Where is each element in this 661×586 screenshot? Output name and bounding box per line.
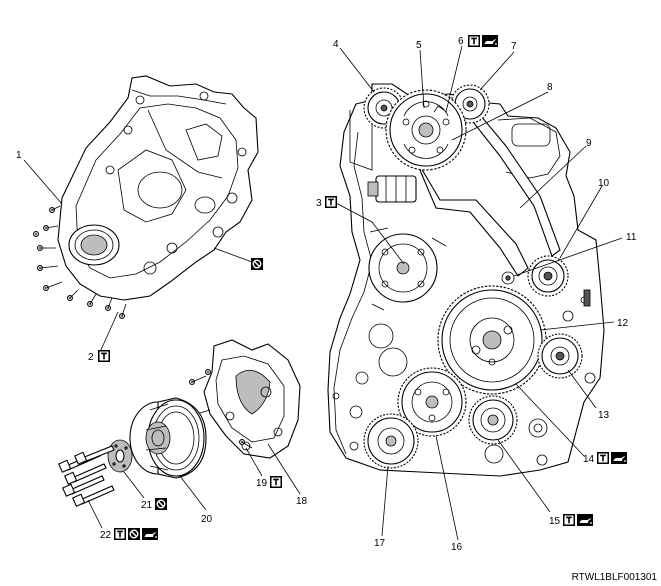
callout-6: 6 <box>458 36 464 47</box>
oil-can-icon <box>482 35 498 47</box>
callout-21: 21 <box>141 500 153 511</box>
callout-19: 19 <box>256 478 268 489</box>
callout-11: 11 <box>626 232 637 243</box>
callout-9: 9 <box>586 138 592 149</box>
callout-22: 22 <box>100 530 112 541</box>
figure-code: RTWL1BLF001301 <box>572 572 658 583</box>
crankshaft-pulley <box>129 397 207 479</box>
front-cover-bracket <box>189 339 301 459</box>
prohibited-icon <box>127 527 141 541</box>
torque-icon <box>596 451 610 465</box>
case-bolts <box>33 205 127 319</box>
callout-3: 3 <box>316 198 322 209</box>
oil-can-icon <box>142 528 158 540</box>
cam-drive-gears <box>363 84 569 297</box>
torque-icon <box>324 195 338 209</box>
leader-lines <box>23 45 623 541</box>
prohibited-icon <box>250 257 264 271</box>
torque-icon <box>467 34 481 48</box>
callout-4: 4 <box>333 39 339 50</box>
callout-2: 2 <box>88 352 94 363</box>
callout-20: 20 <box>201 514 213 525</box>
callout-12: 12 <box>617 318 629 329</box>
callout-17: 17 <box>374 538 386 549</box>
timing-gear-case <box>33 75 259 319</box>
torque-icon <box>97 349 111 363</box>
oil-can-icon <box>577 514 593 526</box>
callout-7: 7 <box>511 41 517 52</box>
lower-gear-train <box>363 285 583 469</box>
prohibited-icon <box>154 497 168 511</box>
callout-16: 16 <box>451 542 463 553</box>
callout-14: 14 <box>583 454 595 465</box>
torque-icon <box>562 513 576 527</box>
callout-labels: 1 2 3 4 5 6 7 8 9 10 11 12 13 14 15 16 1… <box>16 36 637 553</box>
callout-15: 15 <box>549 516 561 527</box>
callout-13: 13 <box>598 410 610 421</box>
pulley-bolts <box>57 445 115 507</box>
callout-1: 1 <box>16 150 22 161</box>
callout-18: 18 <box>296 496 308 507</box>
oil-can-icon <box>611 452 627 464</box>
front-plate <box>327 83 605 477</box>
callout-5: 5 <box>416 40 422 51</box>
callout-8: 8 <box>547 82 553 93</box>
callout-10: 10 <box>598 178 610 189</box>
torque-icon <box>113 527 127 541</box>
torque-icon <box>269 475 283 489</box>
pulley-washer <box>107 439 133 473</box>
